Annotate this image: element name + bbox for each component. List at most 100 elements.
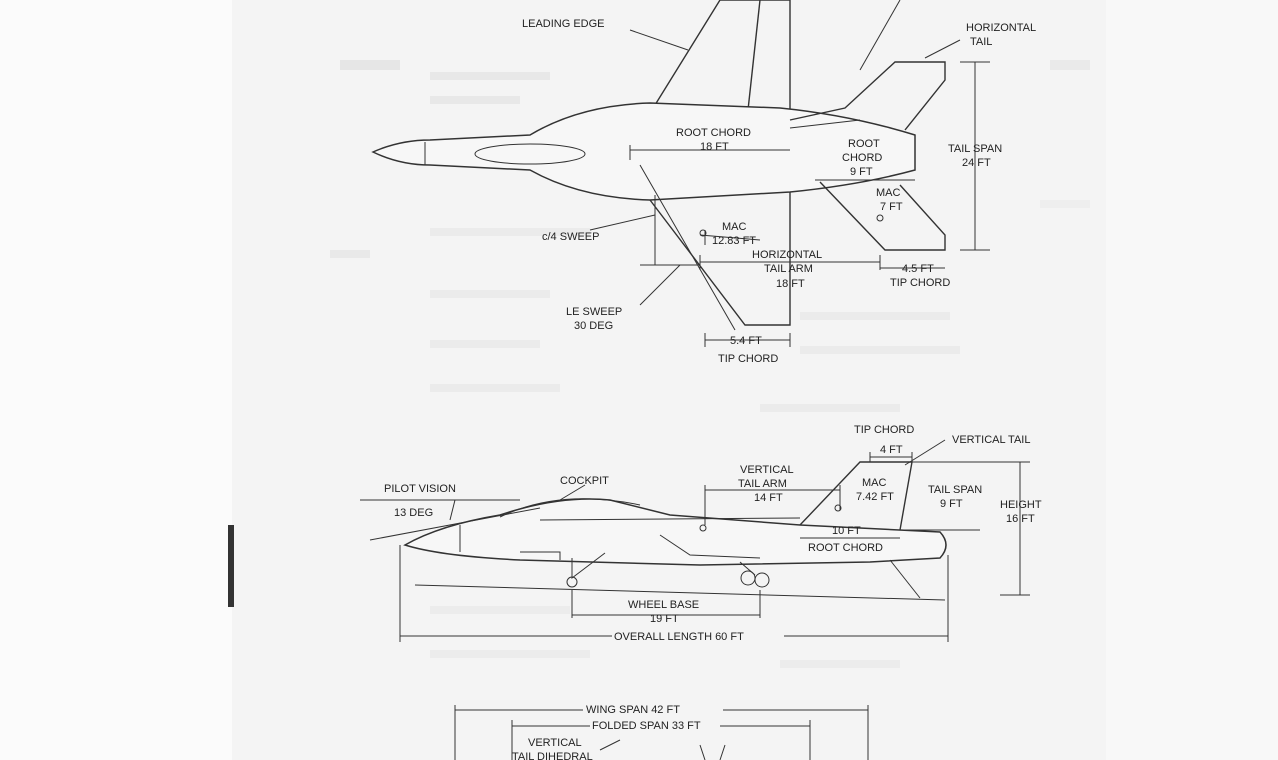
mac-wing-value: 12.83 FT [712,235,756,247]
right-page-margin [1106,0,1278,760]
le-sweep-value: 30 DEG [574,320,613,332]
wing-tip-chord-label: TIP CHORD [718,353,778,365]
wing-upper-flap-line [747,0,761,111]
tail-tip-chord-label: TIP CHORD [890,277,950,289]
wing-lower-outline [649,192,791,326]
tail-mac-point [876,214,884,222]
vertical-tail-arm-label-2: TAIL ARM [738,478,787,490]
tail-span-label: TAIL SPAN [948,143,1002,155]
intake-side [659,534,761,559]
height-value: 16 FT [1006,513,1035,525]
front-view: WING SPAN 42 FT FOLDED SPAN 33 FT VERTIC… [454,703,869,760]
nose-gear-strut [571,552,606,580]
cockpit-label: COCKPIT [560,475,609,487]
leader-pilot-vision [449,499,456,521]
tail-root-label: ROOT [848,138,880,150]
tip-chord-label: TIP CHORD [854,424,914,436]
height-label: HEIGHT [1000,499,1042,511]
horizontal-tail-upper [789,61,946,131]
wing-upper-outline [654,0,791,110]
tail-chord-label: CHORD [842,152,882,164]
vertical-tail-arm-label-1: VERTICAL [740,464,794,476]
tip-chord-value: 4 FT [880,444,903,456]
tail-tip-chord-value: 4.5 FT [902,263,934,275]
top-view: LEADING EDGE HORIZONTAL TAIL ROOT CHORD … [371,0,1036,365]
leader-horizontal-tail [924,39,961,59]
cg-point [699,524,707,532]
wing-mac-point [699,229,707,237]
binding-edge-mark [228,525,234,607]
canopy-side [499,498,641,518]
vertical-tail-label: VERTICAL TAIL [952,434,1030,446]
left-page-margin [0,0,232,760]
tail-span-side-value: 9 FT [940,498,963,510]
horizontal-tail-arm-label-2: TAIL ARM [764,263,813,275]
tail-span-dim [960,61,990,251]
pilot-vision-line [369,507,541,541]
tail-span-value: 24 FT [962,157,991,169]
ground-line [414,584,946,601]
overall-length-label: OVERALL LENGTH 60 FT [614,631,744,643]
leader-le-sweep [639,264,681,306]
canopy-top [474,143,586,165]
leader-c4-sweep [589,214,656,231]
root-chord-dim [629,145,790,160]
nose-gear-bay [520,551,561,560]
leader-vertical-tail [904,439,946,466]
vt-root-chord-label: ROOT CHORD [808,542,883,554]
vt-mac-point [834,504,842,512]
horizontal-tail-label-1: HORIZONTAL [966,22,1036,34]
leader-top [859,0,901,71]
pilot-vision-label: PILOT VISION [384,483,456,495]
vertical-tail-dihedral-label-2: TAIL DIHEDRAL [512,751,593,760]
vertical-tail-dihedral-label-1: VERTICAL [528,737,582,749]
horizontal-tail-arm-label-1: HORIZONTAL [752,249,822,261]
wing-span-label: WING SPAN 42 FT [586,704,680,716]
ventral-fin [889,559,921,599]
side-view: TIP CHORD 4 FT VERTICAL TAIL PILOT VISIO… [360,424,1042,643]
horizontal-tail-arm-value: 18 FT [776,278,805,290]
wing-tip-chord-value: 5.4 FT [730,335,762,347]
fuselage-top [371,102,916,201]
quarter-chord-line [639,164,736,331]
sweep-reference [640,195,700,266]
vertical-tails-front [699,744,726,760]
leading-edge-label: LEADING EDGE [522,18,605,30]
horizontal-tail-lower [819,181,946,251]
wing-tip-chord-dim [704,333,791,347]
horizontal-tail-label-2: TAIL [970,36,992,48]
mac-side-label: MAC [862,477,887,489]
mac-side-value: 7.42 FT [856,491,894,503]
fuselage-side [403,498,947,566]
tail-root-line [789,119,861,129]
c4-sweep-label: c/4 SWEEP [542,231,599,243]
leader-cockpit [559,484,586,501]
vt-root-chord-value: 10 FT [832,525,861,537]
tail-root-chord-value: 9 FT [850,166,873,178]
mac-wing-dim [699,230,761,245]
wheel-base-dim [571,590,761,618]
main-wheel-2 [754,572,770,588]
wing-root-side [539,517,801,521]
le-sweep-label: LE SWEEP [566,306,622,318]
wheel-base-value: 19 FT [650,613,679,625]
wheel-base-label: WHEEL BASE [628,599,699,611]
tail-span-side-label: TAIL SPAN [928,484,982,496]
leader-leading-edge [629,29,689,51]
mac-wing-label: MAC [722,221,747,233]
nose-wheel [566,576,578,588]
root-chord-value: 18 FT [700,141,729,153]
main-wheel-1 [740,570,756,586]
vertical-tail-outline [799,461,913,531]
mac-tail-value: 7 FT [880,201,903,213]
leader-dihedral [599,739,621,751]
mac-tail-label: MAC [876,187,901,199]
folded-span-label: FOLDED SPAN 33 FT [592,720,701,732]
height-dim [1000,461,1030,596]
pilot-vision-value: 13 DEG [394,507,433,519]
bleed-through-text [330,60,1090,668]
root-chord-label: ROOT CHORD [676,127,751,139]
tail-span-side-dim [900,461,1000,531]
vertical-tail-arm-value: 14 FT [754,492,783,504]
